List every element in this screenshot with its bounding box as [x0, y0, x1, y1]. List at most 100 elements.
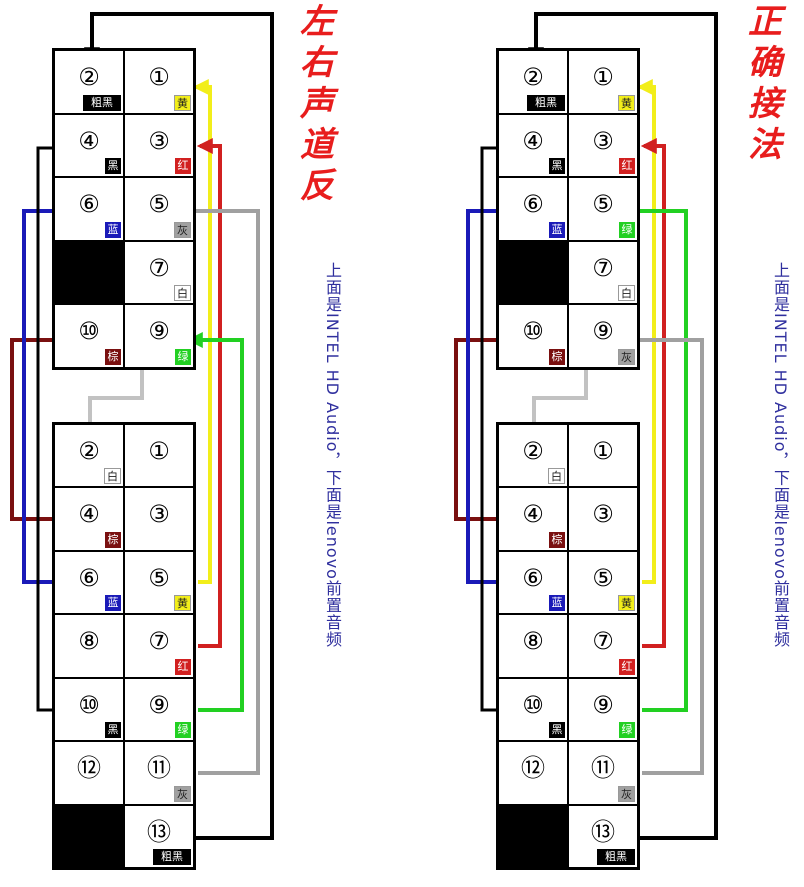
pin-12: ⑫ — [498, 741, 568, 805]
color-tag: 红 — [175, 158, 191, 175]
pin-12: ⑫ — [54, 741, 124, 805]
wire-black-thick — [528, 12, 718, 840]
pin-8: ⑧ — [54, 614, 124, 678]
color-tag: 黑 — [105, 158, 121, 175]
wire-red — [640, 138, 666, 648]
color-tag: 黑 — [105, 722, 121, 739]
wire-gray — [168, 203, 260, 775]
color-tag: 绿 — [619, 221, 635, 238]
key-block — [54, 240, 124, 305]
color-tag: 红 — [619, 658, 635, 675]
color-tag: 蓝 — [105, 221, 121, 238]
color-tag: 灰 — [618, 785, 635, 802]
color-tag: 绿 — [619, 722, 635, 739]
color-tag: 绿 — [175, 722, 191, 739]
color-tag: 红 — [175, 658, 191, 675]
color-tag: 黄 — [174, 94, 191, 111]
pin-3: ③ — [124, 487, 194, 551]
wire-green — [186, 332, 244, 712]
wire-black-thick — [84, 12, 274, 840]
color-tag: 白 — [618, 285, 635, 302]
color-tag: 灰 — [174, 221, 191, 238]
wire-green — [612, 203, 688, 712]
color-tag: 蓝 — [105, 595, 121, 612]
color-tag: 黄 — [618, 595, 635, 612]
left-note: 上面是INTEL HD Audio，下面是lenovo前置音频 — [323, 262, 342, 648]
wire-yellow — [192, 79, 212, 584]
color-tag: 灰 — [618, 348, 635, 365]
color-tag: 白 — [104, 468, 121, 485]
key-block — [498, 240, 568, 305]
wire-blue — [466, 203, 518, 584]
color-tag: 蓝 — [549, 595, 565, 612]
color-tag: 棕 — [549, 531, 565, 548]
color-tag: 黄 — [618, 94, 635, 111]
color-tag: 粗黑 — [83, 94, 121, 111]
key-block — [498, 804, 568, 868]
color-tag: 棕 — [105, 531, 121, 548]
key-block — [54, 804, 124, 868]
wire-yellow — [636, 79, 656, 584]
color-tag: 绿 — [175, 348, 191, 365]
pin-1: ① — [568, 424, 638, 488]
right-note: 上面是INTEL HD Audio，下面是lenovo前置音频 — [771, 262, 790, 648]
color-tag: 黑 — [549, 158, 565, 175]
pin-1: ① — [124, 424, 194, 488]
wire-red — [196, 138, 222, 648]
color-tag: 粗黑 — [153, 848, 191, 865]
pin-8: ⑧ — [498, 614, 568, 678]
right-title: 正 确 接 法 — [748, 2, 782, 165]
color-tag: 黑 — [549, 722, 565, 739]
color-tag: 白 — [548, 468, 565, 485]
color-tag: 白 — [174, 285, 191, 302]
color-tag: 黄 — [174, 595, 191, 612]
color-tag: 红 — [619, 158, 635, 175]
color-tag: 粗黑 — [597, 848, 635, 865]
pin-3: ③ — [568, 487, 638, 551]
color-tag: 棕 — [105, 348, 121, 365]
wire-blue — [22, 203, 74, 584]
wire-gray — [612, 332, 704, 775]
color-tag: 灰 — [174, 785, 191, 802]
